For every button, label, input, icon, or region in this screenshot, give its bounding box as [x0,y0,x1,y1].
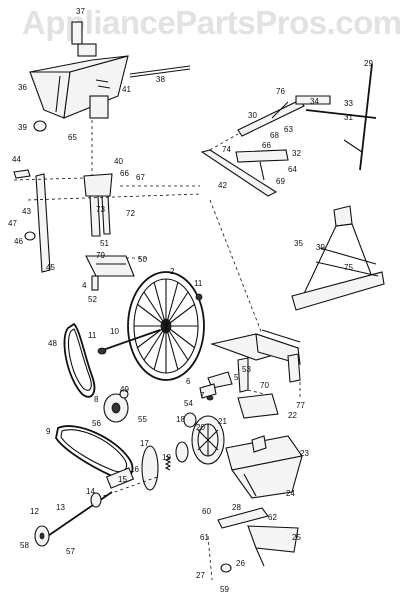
label-76: 76 [276,87,285,96]
label-7: 7 [200,391,205,400]
label-40: 40 [114,157,123,166]
label-65: 65 [68,133,77,142]
lower-shaft [34,491,113,547]
label-70: 70 [260,381,269,390]
gate-plate [237,393,279,419]
label-14: 14 [86,487,95,496]
label-12: 12 [30,507,39,516]
label-39b: 39 [316,243,325,252]
label-56: 56 [92,419,101,428]
label-48: 48 [48,339,57,348]
label-77: 77 [296,401,305,410]
label-53: 53 [242,365,251,374]
label-46: 46 [14,237,23,246]
label-44: 44 [12,155,21,164]
label-41: 41 [122,85,131,94]
label-60: 60 [202,507,211,516]
label-4: 4 [82,281,87,290]
label-62: 62 [268,513,277,522]
label-58: 58 [20,541,29,550]
label-64: 64 [288,165,297,174]
label-36: 36 [18,83,27,92]
label-74: 74 [222,145,231,154]
label-42: 42 [218,181,227,190]
label-18: 18 [176,415,185,424]
label-31: 31 [344,113,353,122]
hitch-frame [291,205,385,311]
carriage-bracket [85,255,150,291]
main-frame [209,199,301,398]
pulley-assembly [103,389,129,423]
label-21: 21 [218,417,227,426]
label-25: 25 [292,533,301,542]
label-54: 54 [184,399,193,408]
label-35: 35 [294,239,303,248]
label-33: 33 [344,99,353,108]
label-61: 61 [200,533,209,542]
label-6: 6 [186,377,191,386]
hopper [29,21,191,132]
label-49: 49 [120,385,129,394]
label-68: 68 [270,131,279,140]
label-17: 17 [140,439,149,448]
label-13: 13 [56,503,65,512]
label-30: 30 [248,111,257,120]
part-labels: 37 36 38 41 39 65 44 40 66 67 43 73 72 4… [8,7,373,594]
funnel [225,435,303,499]
label-11a: 11 [194,279,203,288]
label-8: 8 [94,395,99,404]
label-15: 15 [118,475,127,484]
axle [97,293,203,355]
label-66b: 66 [262,141,271,150]
label-66a: 66 [120,169,129,178]
label-37: 37 [76,7,85,16]
label-20: 20 [196,423,205,432]
label-9: 9 [46,427,51,436]
label-28: 28 [232,503,241,512]
watermark: AppliancePartsPros.com [22,4,402,41]
label-43: 43 [22,207,31,216]
spinner-assembly [91,412,225,501]
label-16: 16 [130,465,139,474]
label-69: 69 [276,177,285,186]
label-75: 75 [344,263,353,272]
label-26: 26 [236,559,245,568]
label-55: 55 [138,415,147,424]
label-57: 57 [66,547,75,556]
label-79: 79 [96,251,105,260]
label-50: 50 [138,255,147,264]
label-11b: 11 [88,331,97,340]
label-73: 73 [96,205,105,214]
label-52: 52 [88,295,97,304]
control-linkage [200,63,377,197]
label-39a: 39 [18,123,27,132]
label-5: 5 [234,373,239,382]
label-19: 19 [162,453,171,462]
label-38: 38 [156,75,165,84]
label-32: 32 [292,149,301,158]
wheel [127,271,205,381]
label-10: 10 [110,327,119,336]
label-67: 67 [136,173,145,182]
label-51: 51 [100,239,109,248]
deflector [207,507,299,581]
label-72: 72 [126,209,135,218]
label-23: 23 [300,449,309,458]
label-34: 34 [310,97,319,106]
label-59: 59 [220,585,229,594]
label-22: 22 [288,411,297,420]
label-29: 29 [364,59,373,68]
left-frame-arms [13,120,201,273]
label-47: 47 [8,219,17,228]
label-45: 45 [46,263,55,272]
label-63: 63 [284,125,293,134]
label-2: 2 [170,267,175,276]
label-24: 24 [286,489,295,498]
small-brackets [199,371,233,401]
label-27: 27 [196,571,205,580]
